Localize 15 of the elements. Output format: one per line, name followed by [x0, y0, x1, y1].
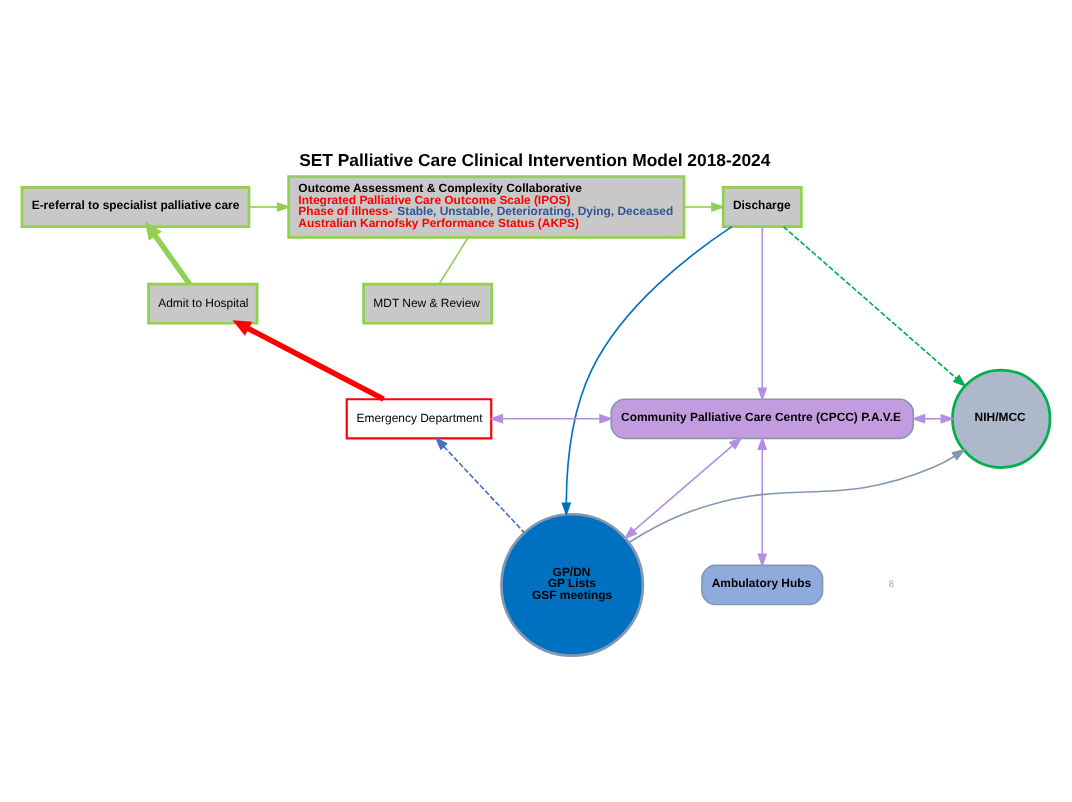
arrow	[757, 434, 768, 567]
arrow	[757, 224, 768, 401]
arrow	[911, 412, 955, 423]
arrow	[144, 220, 192, 285]
arrow	[434, 435, 526, 533]
connector	[438, 235, 469, 284]
arrow	[232, 319, 385, 401]
arrow	[782, 224, 967, 387]
arrow	[628, 447, 966, 543]
diagram-title: SET Palliative Care Clinical Intervention Model 2018-2024	[299, 148, 771, 169]
arrow	[623, 435, 743, 539]
arrow	[248, 201, 292, 211]
arrow	[561, 224, 733, 516]
arrow	[488, 412, 614, 423]
arrow	[683, 201, 726, 211]
